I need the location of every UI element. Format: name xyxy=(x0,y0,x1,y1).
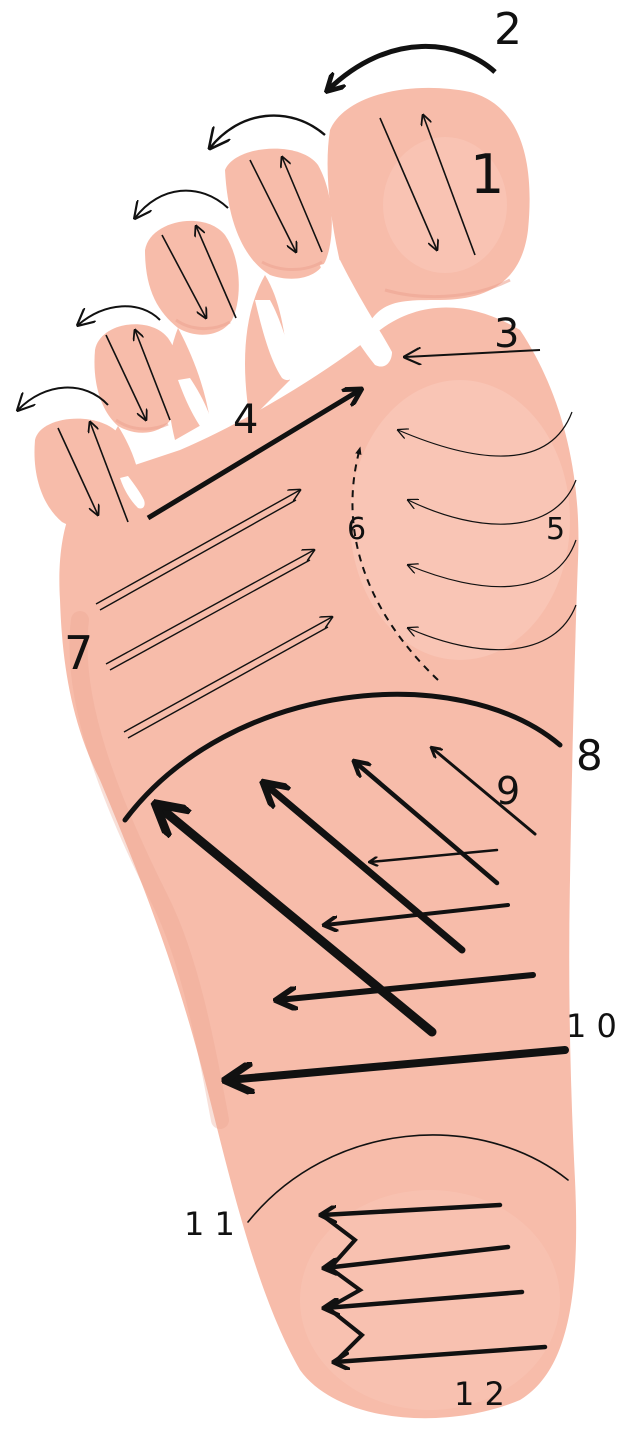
arrow-toe3-rotate xyxy=(135,191,228,218)
step-label-11: 1 1 xyxy=(184,1208,235,1240)
ball-shade xyxy=(350,380,570,660)
step-label-3: 3 xyxy=(494,314,519,354)
step-label-10: 1 0 xyxy=(566,1010,617,1042)
arrow-toe5-rotate xyxy=(18,388,108,410)
little-toe xyxy=(34,419,132,529)
step-label-1: 1 xyxy=(470,148,504,202)
second-toe xyxy=(225,149,332,279)
arrow-toe2-rotate xyxy=(210,116,325,148)
fourth-toe xyxy=(94,324,180,432)
step-label-4: 4 xyxy=(233,400,258,440)
step-label-7: 7 xyxy=(64,630,93,676)
arrow-toe4-rotate xyxy=(78,306,160,325)
step-label-9: 9 xyxy=(496,772,520,810)
foot-shape xyxy=(34,88,578,1418)
step-label-2: 2 xyxy=(494,8,522,52)
step-label-8: 8 xyxy=(576,735,603,777)
step-label-6: 6 xyxy=(347,515,366,545)
third-toe xyxy=(145,221,239,335)
arrow-2-big xyxy=(328,46,495,90)
step-label-12: 1 2 xyxy=(454,1378,505,1410)
step-label-5: 5 xyxy=(546,515,565,545)
